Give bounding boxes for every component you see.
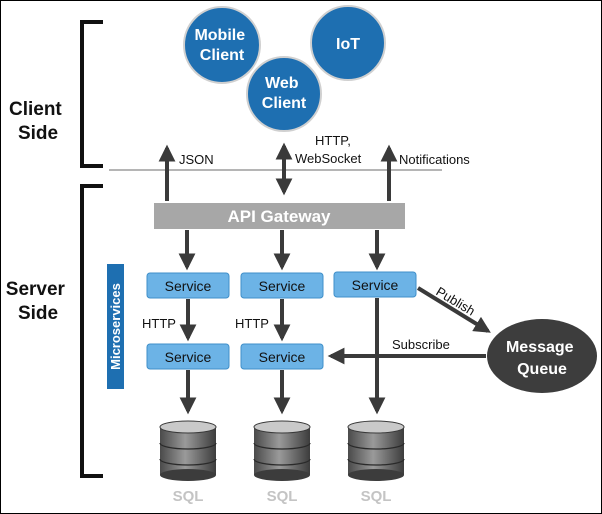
iot-node: IoT bbox=[310, 5, 386, 81]
sql-database-1: SQL bbox=[159, 420, 217, 505]
notifications-label: Notifications bbox=[399, 152, 470, 167]
api-gateway: API Gateway bbox=[154, 203, 405, 229]
svg-text:Microservices: Microservices bbox=[108, 283, 123, 370]
svg-text:Service: Service bbox=[165, 349, 212, 365]
http-left-label: HTTP bbox=[142, 316, 176, 331]
service-top-1: Service bbox=[146, 272, 230, 299]
svg-text:Mobile Client: Mobile Client bbox=[194, 27, 249, 64]
svg-text:IoT: IoT bbox=[336, 36, 360, 53]
web-client-node: Web Client bbox=[246, 56, 322, 132]
json-label: JSON bbox=[179, 152, 214, 167]
svg-text:Service: Service bbox=[259, 278, 306, 294]
mobile-client-node: Mobile Client bbox=[183, 6, 261, 84]
message-queue: Message Queue bbox=[487, 319, 597, 393]
svg-text:Service: Service bbox=[165, 278, 212, 294]
svg-text:Message Queue: Message Queue bbox=[506, 339, 578, 378]
service-bottom-2: Service bbox=[240, 343, 324, 370]
sql-database-2: SQL bbox=[253, 420, 311, 505]
http-websocket-label: HTTP, WebSocket bbox=[295, 133, 362, 166]
http-mid-label: HTTP bbox=[235, 316, 269, 331]
client-side-bracket bbox=[80, 20, 103, 168]
server-side-bracket bbox=[80, 184, 103, 478]
publish-arrow bbox=[416, 286, 491, 333]
subscribe-label: Subscribe bbox=[392, 337, 450, 352]
svg-text:SQL: SQL bbox=[361, 488, 392, 505]
server-side-label: Server Side bbox=[6, 279, 70, 324]
svg-text:Web Client: Web Client bbox=[262, 75, 307, 112]
service-top-3: Service bbox=[333, 271, 417, 298]
client-side-label: Client Side bbox=[9, 99, 67, 144]
microservices-label: Microservices bbox=[107, 264, 124, 389]
service-bottom-1: Service bbox=[146, 343, 230, 370]
svg-text:SQL: SQL bbox=[173, 488, 204, 505]
svg-text:Service: Service bbox=[352, 277, 399, 293]
sql-database-3: SQL bbox=[347, 420, 405, 505]
svg-text:Service: Service bbox=[259, 349, 306, 365]
svg-text:API Gateway: API Gateway bbox=[228, 207, 332, 226]
svg-text:SQL: SQL bbox=[267, 488, 298, 505]
service-top-2: Service bbox=[240, 272, 324, 299]
